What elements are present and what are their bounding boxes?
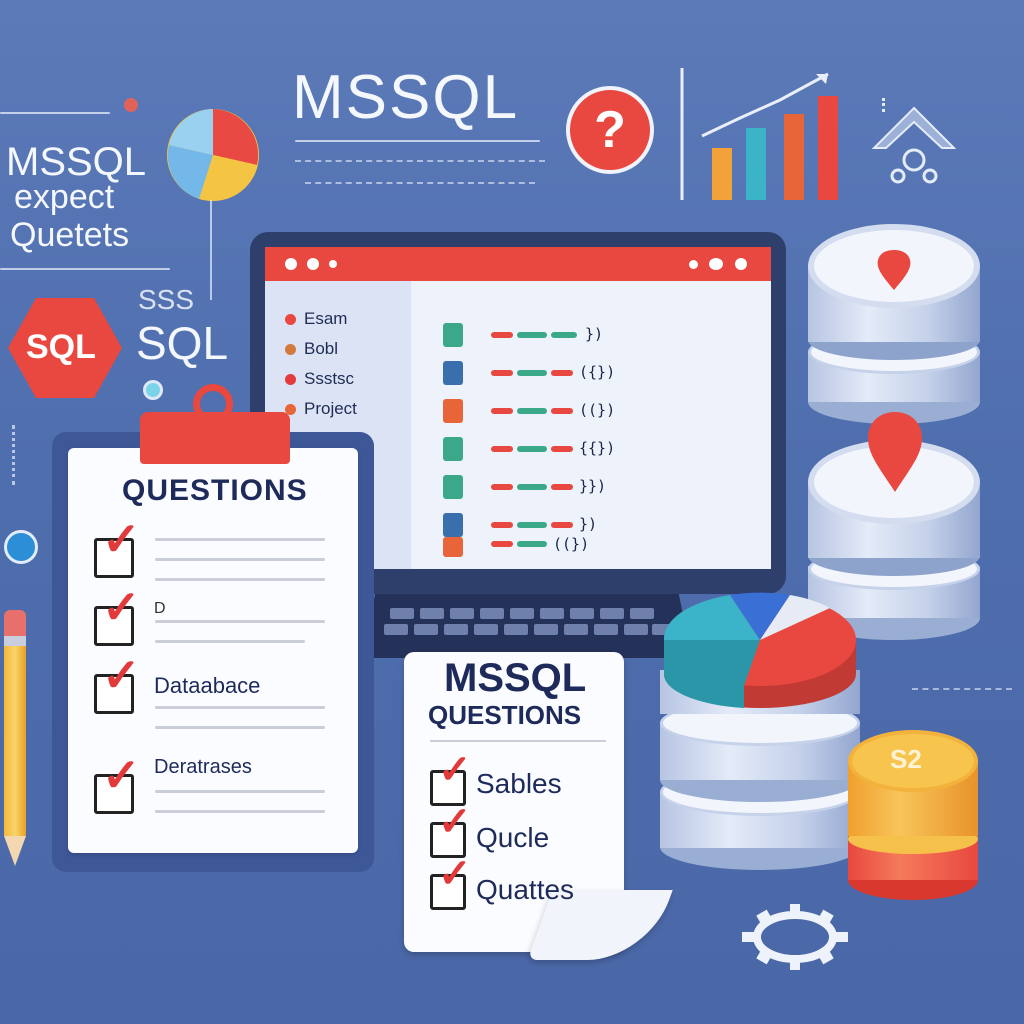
scroll-divider xyxy=(430,740,606,742)
clipboard-title: QUESTIONS xyxy=(122,474,308,507)
clipboard-item-label: Dataabace xyxy=(154,673,261,698)
side-dots xyxy=(12,425,18,485)
help-icon: ? xyxy=(566,86,654,174)
checkbox[interactable] xyxy=(430,770,466,806)
topleft-line2: expect xyxy=(14,178,115,216)
code-text: }}) xyxy=(579,477,607,495)
code-line: }) xyxy=(443,513,763,537)
check-icon: ✓ xyxy=(438,748,472,792)
check-icon: ✓ xyxy=(102,749,141,801)
help-glyph: ? xyxy=(594,101,626,159)
pencil-icon xyxy=(4,610,26,866)
sidebar-bullet-icon xyxy=(285,404,296,416)
sql-label: SQL xyxy=(136,317,229,369)
file-icon xyxy=(443,475,463,499)
header-underline xyxy=(295,140,540,142)
bar-chart-icon xyxy=(680,68,838,200)
code-line: ((}) xyxy=(443,399,763,423)
window-dot xyxy=(307,258,319,270)
file-icon xyxy=(443,399,463,423)
scroll-item-label: Quattes xyxy=(476,874,575,905)
file-icon xyxy=(443,537,463,557)
deco-dots xyxy=(882,98,888,112)
clipboard-ring xyxy=(193,384,233,424)
pie-connector xyxy=(210,200,212,300)
sidebar-item[interactable]: Ssstsc xyxy=(285,369,354,389)
small-red-dot xyxy=(124,98,138,112)
checkbox[interactable] xyxy=(94,538,134,578)
coin-label: S2 xyxy=(890,744,922,774)
small-shield-icon xyxy=(143,380,163,400)
pie-chart-3d-icon xyxy=(663,592,856,708)
sql-faded-label: SSS xyxy=(138,284,195,315)
globe-icon xyxy=(4,530,38,564)
header-dash-line xyxy=(305,182,535,184)
header-dash-line xyxy=(295,160,545,162)
topleft-line1: MSSQL xyxy=(6,140,147,184)
code-line: }}) xyxy=(443,475,763,499)
code-text: ((}) xyxy=(579,401,616,419)
house-network-icon xyxy=(872,106,956,184)
file-icon xyxy=(443,437,463,461)
window-dot xyxy=(735,258,747,270)
sidebar-item[interactable]: Bobl xyxy=(285,339,338,359)
code-text: }) xyxy=(585,325,604,343)
header-title: MSSQL xyxy=(292,63,520,132)
sidebar-item[interactable]: Project xyxy=(285,399,357,419)
check-icon: ✓ xyxy=(102,581,141,633)
clipboard-item-label: Deratrases xyxy=(154,756,252,778)
divider xyxy=(0,112,110,114)
clipboard-item-label: D xyxy=(154,600,166,617)
checkbox[interactable] xyxy=(94,774,134,814)
code-line: ({}) xyxy=(443,361,763,385)
file-icon xyxy=(443,361,463,385)
checkbox[interactable] xyxy=(430,874,466,910)
window-dot xyxy=(689,260,698,269)
checkbox[interactable] xyxy=(94,606,134,646)
location-pin-icon xyxy=(877,250,911,290)
window-dot xyxy=(285,258,297,270)
checkbox[interactable] xyxy=(94,674,134,714)
coin-stack-icon xyxy=(848,730,978,900)
code-text: ({}) xyxy=(579,363,616,381)
code-line: }) xyxy=(443,323,763,347)
topleft-line3: Quetets xyxy=(10,216,130,254)
deco-dash-line xyxy=(912,688,1012,690)
code-text: {{}) xyxy=(579,439,616,457)
code-text: }) xyxy=(579,515,598,533)
check-icon: ✓ xyxy=(102,649,141,701)
window-dot xyxy=(329,260,337,268)
sql-hexagon-badge xyxy=(8,298,122,398)
file-icon xyxy=(443,323,463,347)
sql-hexagon-label: SQL xyxy=(26,328,96,366)
window-dot xyxy=(709,258,723,270)
scroll-title: MSSQL xyxy=(444,656,587,700)
scroll-item-label: Qucle xyxy=(476,822,550,853)
pie-chart-icon xyxy=(167,109,259,201)
code-text: ((}) xyxy=(553,535,590,553)
sidebar-bullet-icon xyxy=(285,344,296,356)
scroll-item-label: Sables xyxy=(476,768,562,799)
sidebar-item[interactable]: Esam xyxy=(285,309,347,329)
code-line: ((}) xyxy=(443,535,763,561)
check-icon: ✓ xyxy=(438,852,472,896)
checkbox[interactable] xyxy=(430,822,466,858)
scroll-subtitle: QUESTIONS xyxy=(428,700,582,730)
window-titlebar xyxy=(265,247,771,281)
keyboard-keys xyxy=(380,604,680,650)
code-line: {{}) xyxy=(443,437,763,461)
location-pin-icon xyxy=(868,412,922,492)
check-icon: ✓ xyxy=(438,800,472,844)
sidebar-bullet-icon xyxy=(285,314,296,326)
check-icon: ✓ xyxy=(102,513,141,565)
divider xyxy=(0,268,170,270)
file-icon xyxy=(443,513,463,537)
gear-icon xyxy=(742,904,848,970)
sidebar-bullet-icon xyxy=(285,374,296,386)
